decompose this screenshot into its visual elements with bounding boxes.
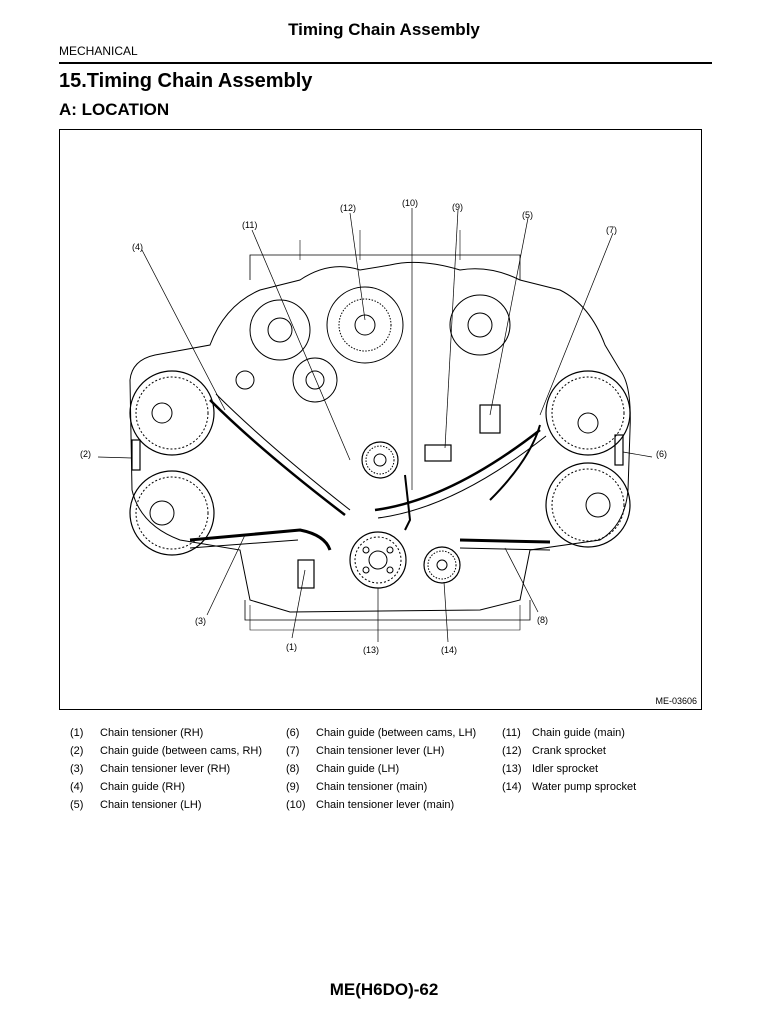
legend-text: Chain tensioner lever (main) [316, 799, 455, 811]
legend-number: (8) [286, 763, 300, 775]
legend-number: (9) [286, 781, 300, 793]
legend-text: Chain tensioner (RH) [100, 727, 204, 739]
callout-12: (12) [340, 203, 356, 213]
legend-item: (8) Chain guide (LH) [286, 760, 476, 778]
callout-1: (1) [286, 642, 297, 652]
callout-13: (13) [363, 645, 379, 655]
legend-number: (12) [502, 745, 522, 757]
legend-number: (5) [70, 799, 84, 811]
legend-number: (13) [502, 763, 522, 775]
callout-8: (8) [537, 615, 548, 625]
legend-item: (4) Chain guide (RH) [70, 778, 262, 796]
water-pump-sprocket [423, 546, 461, 584]
lh-chain-guide [459, 538, 551, 544]
legend-number: (1) [70, 727, 84, 739]
callout-14: (14) [441, 645, 457, 655]
legend-item: (3) Chain tensioner lever (RH) [70, 760, 262, 778]
oil-pan-outline [244, 600, 531, 621]
lh-exhaust-cam-sprocket [545, 462, 631, 548]
callout-10: (10) [402, 198, 418, 208]
upper-pulleys [235, 286, 511, 403]
legend-item: (14) Water pump sprocket [502, 778, 636, 796]
page-footer-code: ME(H6DO)-62 [329, 980, 439, 999]
rh-chain-tensioner [297, 559, 315, 589]
figure-frame: (1) (2) (3) (4) (5) (6) (7) (8) (9) (10)… [59, 129, 702, 710]
legend-number: (2) [70, 745, 84, 757]
page-title: 15.Timing Chain Assembly [59, 70, 313, 92]
main-chain-guide [374, 429, 541, 512]
legend-item: (5) Chain tensioner (LH) [70, 796, 262, 814]
subsection-title: A: LOCATION [59, 100, 170, 119]
legend-item: (12) Crank sprocket [502, 742, 636, 760]
legend-text: Crank sprocket [532, 745, 606, 757]
crank-sprocket [361, 441, 399, 479]
legend-item: (10) Chain tensioner lever (main) [286, 796, 476, 814]
rh-exhaust-cam-sprocket [129, 470, 215, 556]
callout-9: (9) [452, 202, 463, 212]
main-chain-tensioner-lever [404, 474, 412, 531]
legend-text: Chain guide (LH) [316, 763, 400, 775]
legend-item: (7) Chain tensioner lever (LH) [286, 742, 476, 760]
callout-7: (7) [606, 225, 617, 235]
callout-2: (2) [80, 449, 91, 459]
lh-chain-tensioner [479, 404, 501, 434]
legend-number: (3) [70, 763, 84, 775]
rh-intake-cam-sprocket [129, 370, 215, 456]
rh-between-cams-chain-guide [131, 439, 141, 471]
legend-text: Water pump sprocket [532, 781, 637, 793]
legend-column-2: (6) Chain guide (between cams, LH) (7) Cha… [286, 724, 476, 814]
lh-chain-tensioner-lever [489, 424, 541, 501]
lh-intake-cam-sprocket [545, 370, 631, 456]
callout-4: (4) [132, 242, 143, 252]
legend-text: Chain tensioner lever (RH) [100, 763, 231, 775]
callout-3: (3) [195, 616, 206, 626]
section-label: MECHANICAL [59, 44, 138, 58]
running-header-title: Timing Chain Assembly [288, 20, 480, 39]
legend-number: (10) [286, 799, 306, 811]
legend-number: (11) [502, 727, 521, 739]
lh-between-cams-chain-guide [614, 434, 624, 466]
legend-text: Chain guide (main) [532, 727, 625, 739]
callout-5: (5) [522, 210, 533, 220]
legend-number: (7) [286, 745, 300, 757]
legend-column-3: (11) Chain guide (main) (12) Crank sprocke… [502, 724, 636, 796]
legend-text: Chain tensioner (main) [316, 781, 428, 793]
rh-chain-guide [209, 399, 346, 516]
legend-number: (4) [70, 781, 84, 793]
legend-item: (11) Chain guide (main) [502, 724, 636, 742]
rh-chain-tensioner-lever [189, 528, 332, 551]
legend-number: (6) [286, 727, 300, 739]
callout-6: (6) [656, 449, 667, 459]
idler-sprocket [349, 531, 407, 589]
leader-lines [97, 208, 653, 643]
legend-item: (6) Chain guide (between cams, LH) [286, 724, 476, 742]
callout-11: (11) [242, 220, 257, 230]
legend-number: (14) [502, 781, 522, 793]
legend-text: Chain tensioner lever (LH) [316, 745, 445, 757]
legend-item: (9) Chain tensioner (main) [286, 778, 476, 796]
figure-code: ME-03606 [655, 696, 697, 706]
legend-item: (13) Idler sprocket [502, 760, 636, 778]
legend-item: (1) Chain tensioner (RH) [70, 724, 262, 742]
legend-text: Chain guide (between cams, RH) [100, 745, 263, 757]
legend-text: Chain guide (between cams, LH) [316, 727, 477, 739]
header-rule [59, 62, 712, 64]
legend-column-1: (1) Chain tensioner (RH) (2) Chain guide (… [70, 724, 262, 814]
engine-timing-chain-diagram: (1) (2) (3) (4) (5) (6) (7) (8) (9) (10)… [80, 198, 667, 655]
engine-block-outline [129, 261, 631, 613]
legend-text: Chain guide (RH) [100, 781, 185, 793]
legend-item: (2) Chain guide (between cams, RH) [70, 742, 262, 760]
legend-text: Idler sprocket [532, 763, 599, 775]
legend-text: Chain tensioner (LH) [100, 799, 202, 811]
main-chain-tensioner [424, 444, 452, 462]
